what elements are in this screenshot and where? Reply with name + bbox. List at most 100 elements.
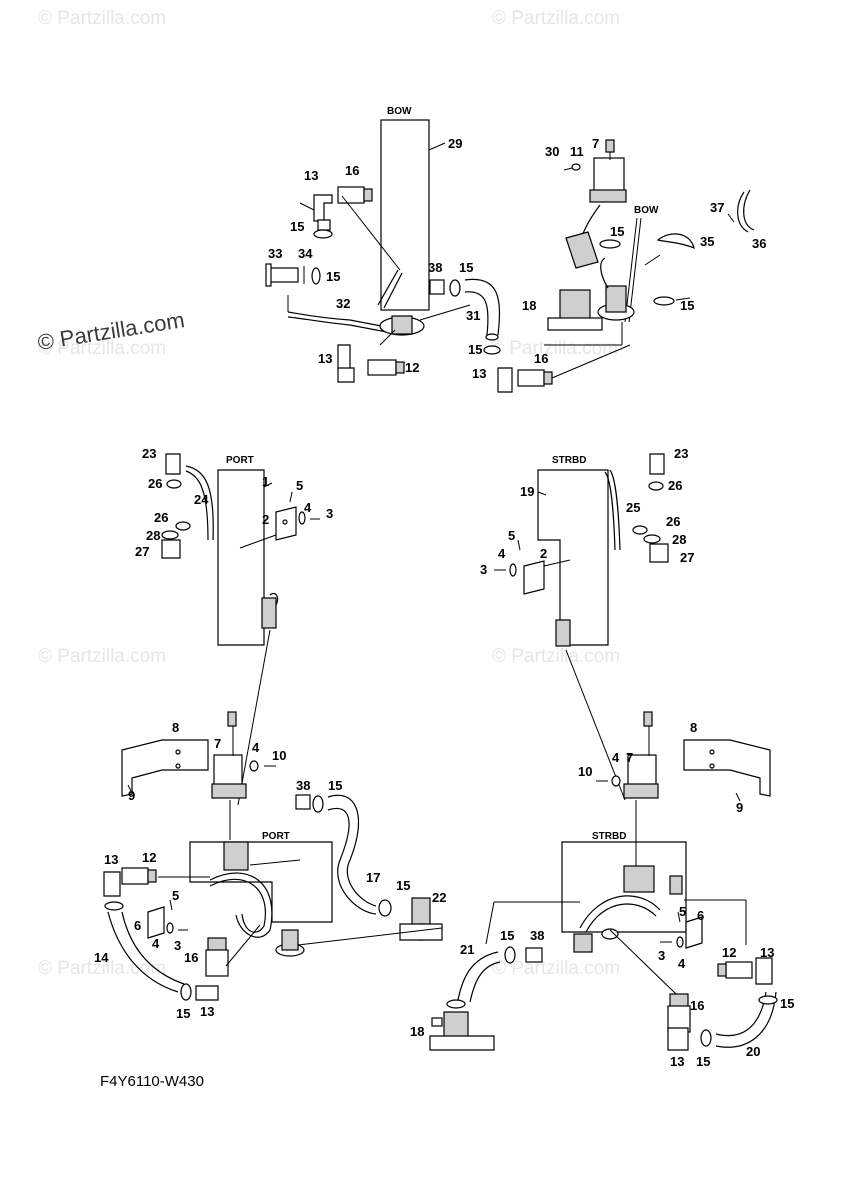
strbd-pump-system: STRBD [429,711,778,1051]
callout-14: 14 [94,950,109,965]
callout-27: 27 [680,550,694,565]
callout-15: 15 [468,342,482,357]
callout-12: 12 [142,850,156,865]
section-label-bow-right: BOW [634,205,659,216]
callout-26: 26 [148,476,162,491]
callout-11: 11 [570,144,584,159]
callout-4: 4 [498,546,506,561]
callout-15: 15 [459,260,473,275]
section-label-bow: BOW [387,106,412,117]
callout-13: 13 [318,351,332,366]
callout-9: 9 [128,788,135,803]
callout-6: 6 [134,918,141,933]
callout-35: 35 [700,234,714,249]
callout-13: 13 [472,366,486,381]
bow-right-assembly: BOW [497,139,755,393]
section-label-strbd-bottom: STRBD [592,831,626,842]
callout-34: 34 [298,246,313,261]
callouts-top-right: 30 11 7 15 35 37 36 18 15 16 13 [472,136,766,381]
callout-28: 28 [672,532,686,547]
callout-16: 16 [184,950,198,965]
callout-5: 5 [172,888,179,903]
callout-7: 7 [626,750,633,765]
callout-37: 37 [710,200,724,215]
callout-10: 10 [272,748,286,763]
watermark: © Partzilla.com [490,338,619,359]
callouts-bottom-right: 8 4 7 10 9 5 6 21 15 38 3 4 12 13 15 16 … [410,720,794,1069]
callout-15: 15 [500,928,514,943]
callout-13: 13 [304,168,318,183]
callout-4: 4 [252,740,260,755]
callout-23: 23 [674,446,688,461]
callout-15: 15 [328,778,342,793]
callout-26: 26 [154,510,168,525]
callout-2: 2 [540,546,547,561]
callouts-mid-left: 23 1 26 24 5 4 3 2 26 28 27 [135,446,333,559]
callout-4: 4 [678,956,686,971]
callout-23: 23 [142,446,156,461]
callout-13: 13 [200,1004,214,1019]
callouts-bottom-left: 8 7 4 10 9 38 15 13 12 17 15 22 5 6 4 3 … [94,720,446,1021]
callout-30: 30 [545,144,559,159]
watermark: © Partzilla.com [492,8,621,29]
callout-7: 7 [214,736,221,751]
callout-15: 15 [680,298,694,313]
callout-18: 18 [522,298,536,313]
callout-2: 2 [262,512,269,527]
port-pump-system: PORT [103,711,443,1001]
callout-13: 13 [760,945,774,960]
watermark: © Partzilla.com [38,646,167,667]
callout-26: 26 [668,478,682,493]
watermark: © Partzilla.com [492,646,621,667]
callout-15: 15 [290,219,304,234]
bow-left-assembly: BOW [265,106,501,383]
strbd-panel-assembly: STRBD [494,453,669,801]
callout-16: 16 [345,163,359,178]
watermark: © Partzilla.com [38,338,167,359]
callout-8: 8 [690,720,697,735]
callout-38: 38 [428,260,442,275]
callout-12: 12 [722,945,736,960]
callout-3: 3 [174,938,181,953]
callout-27: 27 [135,544,149,559]
callout-15: 15 [326,269,340,284]
callout-25: 25 [626,500,640,515]
callout-26: 26 [666,514,680,529]
callout-3: 3 [480,562,487,577]
callout-4: 4 [612,750,620,765]
callout-10: 10 [578,764,592,779]
callout-16: 16 [534,351,548,366]
callout-17: 17 [366,870,380,885]
callout-1: 1 [262,474,269,489]
callout-24: 24 [194,492,209,507]
callouts-mid-right: 23 19 26 25 26 28 27 5 4 3 2 [480,446,694,577]
port-panel-assembly: PORT [161,453,320,806]
callout-7: 7 [592,136,599,151]
callout-15: 15 [610,224,624,239]
callout-8: 8 [172,720,179,735]
callout-28: 28 [146,528,160,543]
callout-15: 15 [696,1054,710,1069]
watermark: © Partzilla.com [492,958,621,979]
callout-18: 18 [410,1024,424,1039]
callout-13: 13 [104,852,118,867]
callout-15: 15 [780,996,794,1011]
callout-5: 5 [679,904,686,919]
callout-16: 16 [690,998,704,1013]
callout-3: 3 [658,948,665,963]
callout-4: 4 [304,500,312,515]
callout-15: 15 [396,878,410,893]
callout-29: 29 [448,136,462,151]
callout-36: 36 [752,236,766,251]
section-label-strbd: STRBD [552,455,586,466]
callout-9: 9 [736,800,743,815]
callout-19: 19 [520,484,534,499]
diagram-code: F4Y6110-W430 [100,1073,204,1090]
callout-20: 20 [746,1044,760,1059]
callout-12: 12 [405,360,419,375]
watermark: © Partzilla.com [38,8,167,29]
section-label-port: PORT [226,455,254,466]
callout-13: 13 [670,1054,684,1069]
callout-33: 33 [268,246,282,261]
callout-21: 21 [460,942,474,957]
